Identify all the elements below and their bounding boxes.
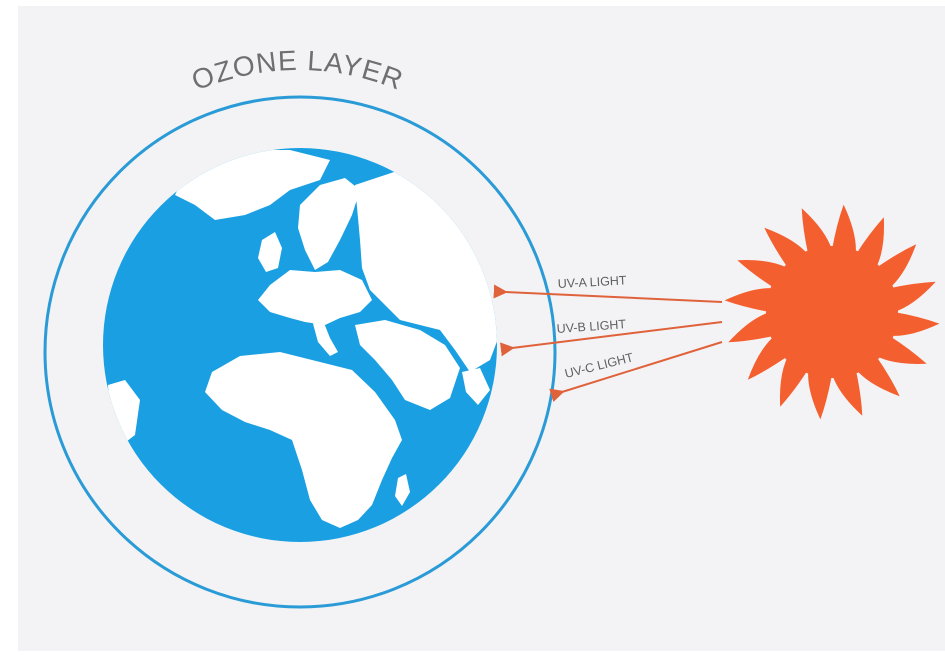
uv-rays [493,284,723,403]
ozone-layer-ring [43,95,557,609]
land-italy [312,318,338,356]
land-madagascar [395,474,410,506]
ray-uvb-arrow [500,321,723,357]
ray-uva-label: UV-A LIGHT [557,273,627,291]
land-middle-east [355,320,460,410]
ray-uva-arrow [493,284,723,303]
land-scandinavia [298,178,360,270]
ray-uvc-arrow [549,341,723,403]
land-europe [258,270,372,325]
land-india [462,368,490,405]
ray-uvb-label: UV-B LIGHT [556,317,627,336]
land-british-isles [258,232,282,272]
land-africa [205,352,402,528]
sun-icon [724,204,940,420]
sun-core [766,246,898,378]
